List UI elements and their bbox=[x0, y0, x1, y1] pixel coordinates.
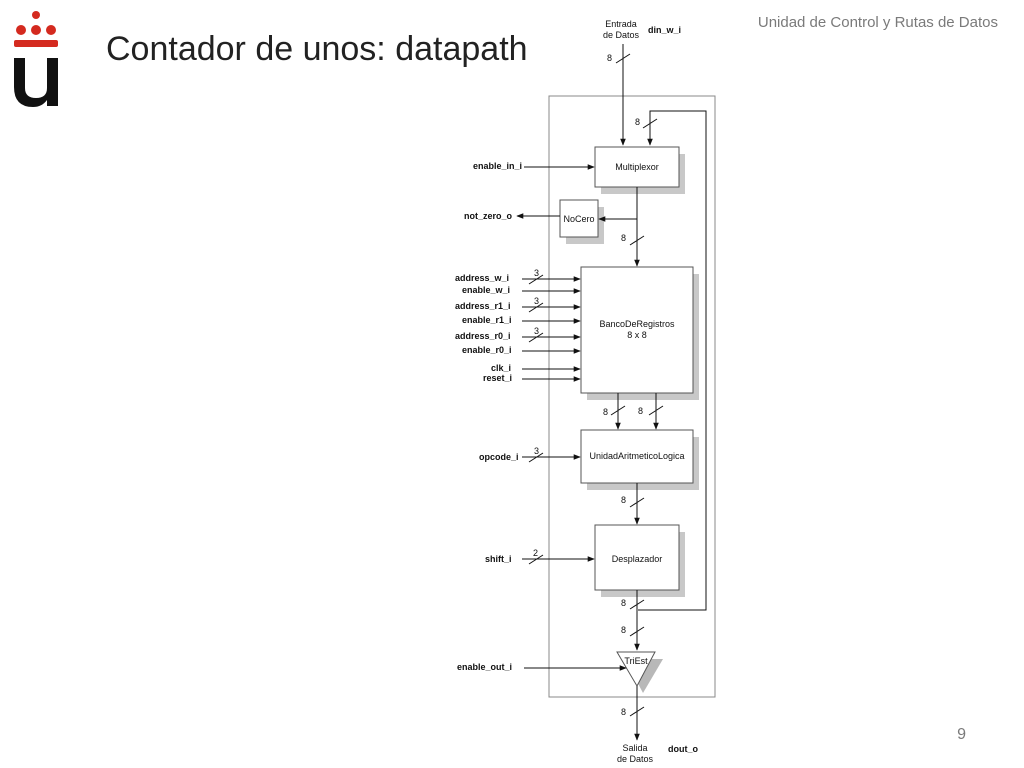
feedback-width: 8 bbox=[635, 117, 640, 127]
dout-signal-label: dout_o bbox=[668, 744, 698, 754]
output-label-line1: Salida bbox=[622, 743, 647, 753]
alu-out-slash bbox=[629, 497, 645, 508]
mux-out-slash bbox=[629, 235, 645, 246]
tristate-label: TriEst bbox=[624, 656, 648, 666]
feedback-bus bbox=[638, 110, 707, 611]
address-w-slash bbox=[528, 274, 544, 285]
shift-width: 2 bbox=[533, 548, 538, 558]
reg-out-b-width: 8 bbox=[638, 406, 643, 416]
enable-w-label: enable_w_i bbox=[462, 285, 510, 295]
address-w-width: 3 bbox=[534, 268, 539, 278]
address-r1-width: 3 bbox=[534, 296, 539, 306]
regbank-block bbox=[580, 266, 694, 394]
mux-out-width: 8 bbox=[621, 233, 626, 243]
opcode-label: opcode_i bbox=[479, 452, 519, 462]
dout-width: 8 bbox=[621, 707, 626, 717]
address-r0-width: 3 bbox=[534, 326, 539, 336]
address-r1-label: address_r1_i bbox=[455, 301, 511, 311]
alu-label: UnidadAritmeticoLogica bbox=[589, 451, 684, 461]
input-label-line2: de Datos bbox=[603, 30, 640, 40]
input-label-line1: Entrada bbox=[605, 19, 637, 29]
page-title: Contador de unos: datapath bbox=[106, 30, 528, 68]
multiplexor-label: Multiplexor bbox=[615, 162, 659, 172]
course-header: Unidad de Control y Rutas de Datos bbox=[757, 14, 998, 31]
output-label-line2: de Datos bbox=[617, 754, 654, 764]
alu-block bbox=[580, 429, 694, 484]
not-zero-label: not_zero_o bbox=[464, 211, 513, 221]
reg-out-a-width: 8 bbox=[603, 407, 608, 417]
enable-r0-label: enable_r0_i bbox=[462, 345, 512, 355]
university-logo bbox=[10, 8, 62, 113]
shifter-label: Desplazador bbox=[612, 554, 663, 564]
shifter-out-width: 8 bbox=[621, 598, 626, 608]
dout-slash bbox=[629, 706, 645, 717]
alu-out-width: 8 bbox=[621, 495, 626, 505]
address-w-label: address_w_i bbox=[455, 273, 509, 283]
shift-slash bbox=[528, 554, 544, 565]
enable-out-label: enable_out_i bbox=[457, 662, 512, 672]
din-width: 8 bbox=[607, 53, 612, 63]
shift-label: shift_i bbox=[485, 554, 512, 564]
reg-out-b-slash bbox=[648, 405, 664, 416]
datapath-frame bbox=[548, 95, 716, 698]
nocero-block bbox=[559, 199, 599, 238]
din-bus-slash bbox=[615, 53, 631, 64]
opcode-width: 3 bbox=[534, 446, 539, 456]
clk-label: clk_i bbox=[491, 363, 511, 373]
shifter-block bbox=[594, 524, 680, 591]
multiplexor-block bbox=[594, 146, 680, 188]
address-r0-slash bbox=[528, 332, 544, 343]
address-r1-slash bbox=[528, 302, 544, 313]
reg-out-a-slash bbox=[610, 405, 626, 416]
regbank-size-label: 8 x 8 bbox=[627, 330, 647, 340]
tri-in-slash bbox=[629, 626, 645, 637]
reset-label: reset_i bbox=[483, 373, 512, 383]
enable-r1-label: enable_r1_i bbox=[462, 315, 512, 325]
feedback-bus-slash bbox=[642, 118, 658, 129]
nocero-label: NoCero bbox=[563, 214, 594, 224]
din-signal-label: din_w_i bbox=[648, 25, 681, 35]
address-r0-label: address_r0_i bbox=[455, 331, 511, 341]
opcode-slash bbox=[528, 452, 544, 463]
regbank-label: BancoDeRegistros bbox=[599, 319, 675, 329]
tristate-buffer bbox=[616, 651, 656, 688]
tri-in-width: 8 bbox=[621, 625, 626, 635]
shifter-out-slash bbox=[629, 599, 645, 610]
enable-in-label: enable_in_i bbox=[473, 161, 522, 171]
page-number: 9 bbox=[957, 726, 966, 743]
